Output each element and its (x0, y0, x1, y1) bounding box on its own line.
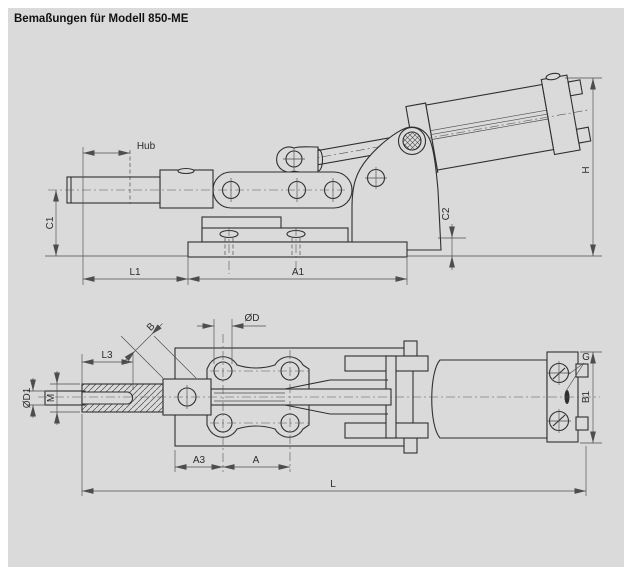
cylinder-pivot-boss (397, 126, 427, 156)
plunger-boss (159, 169, 214, 209)
clevis-shoulder (317, 148, 324, 172)
dim-label-c1: C1 (45, 216, 56, 229)
dim-label-g: G (582, 352, 590, 363)
retainer-clip (403, 340, 418, 357)
spindle-bore (81, 391, 134, 405)
fork-prong (284, 379, 388, 390)
page-title: Bemaßungen für Modell 850-ME (14, 13, 189, 25)
pivot-bracket (351, 126, 442, 251)
dim-label-l3: L3 (101, 350, 113, 361)
air-port-fitting (567, 79, 584, 97)
rear-cap-slot (545, 72, 561, 81)
boss-oval-detail (177, 167, 195, 175)
base-flange (187, 241, 408, 258)
dim-label-b1: B1 (581, 390, 592, 403)
pneumatic-cylinder (288, 72, 592, 177)
dim-label-h: H (581, 166, 592, 173)
g-leader (568, 362, 585, 375)
dim-label-d1: ØD1 (22, 387, 33, 408)
cylinder-tube-plan (431, 359, 548, 439)
dim-label-d: ØD (245, 313, 260, 324)
air-port-fitting (575, 126, 592, 144)
dim-label-c2: C2 (441, 207, 452, 220)
fork-prong (284, 404, 388, 415)
dim-label-m: M (46, 394, 57, 402)
dim-label-a3: A3 (193, 455, 206, 466)
side-elevation-view: Hub C1 L1 A1 C2 H (45, 72, 602, 285)
cylinder-pivot-pin (402, 131, 422, 151)
retainer-clip (403, 437, 418, 454)
dim-label-hub: Hub (137, 141, 156, 152)
dim-label-l1: L1 (129, 267, 141, 278)
cap-lug (575, 416, 589, 431)
plan-view: B ØD L3 ØD1 M A3 A L G B1 (22, 313, 602, 496)
cap-lug (575, 363, 589, 378)
dim-label-l: L (330, 479, 336, 490)
dim-label-a1: A1 (292, 267, 305, 278)
dim-label-a: A (253, 455, 260, 466)
